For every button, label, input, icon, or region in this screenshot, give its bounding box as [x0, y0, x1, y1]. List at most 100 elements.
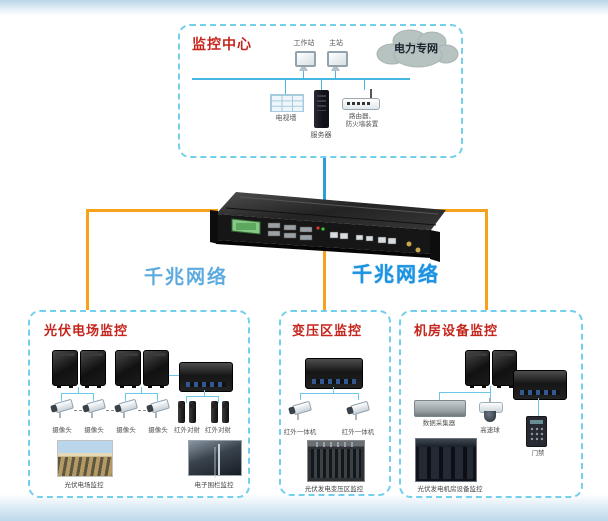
workstation-icon [295, 51, 316, 67]
fence-photo-caption: 电子围栏监控 [194, 481, 234, 489]
connector-line [78, 387, 79, 393]
ir-camera-label: 红外一体机 [341, 428, 375, 436]
data-collector-label: 数据采集器 [422, 419, 456, 427]
connector-line [358, 393, 359, 400]
connector-line [141, 387, 142, 393]
transformer-photo-caption: 光伏发电变压区监控 [304, 485, 364, 493]
server-label: 服务器 [310, 131, 332, 139]
transformer-area-title: 变压区监控 [292, 324, 363, 339]
data-collector-icon [414, 400, 466, 417]
connector-line [364, 80, 365, 90]
ir-beam-sensor-icon [222, 401, 229, 423]
wireless-bridge-icon [52, 350, 106, 388]
connector-line [335, 71, 336, 78]
tv-wall-icon [270, 94, 304, 112]
dvr-box-icon [513, 370, 567, 400]
pv-field-title: 光伏电场监控 [44, 324, 129, 339]
ir-beam-label: 红外对射 [205, 426, 231, 434]
trunk-line-left-horizontal [86, 209, 218, 212]
pv-field-panel: 光伏电场监控 摄像头 摄像 [28, 310, 250, 498]
workstation-stand [299, 67, 308, 71]
dvr-box-icon [179, 362, 233, 392]
ir-camera-label: 红外一体机 [283, 428, 317, 436]
connector-line [186, 396, 187, 403]
transformer-area-panel: 变压区监控 红外一体机 红外一体机 光伏发电变压区监控 [279, 310, 391, 496]
background-band-top [0, 0, 608, 16]
pv-field-photo-caption: 光伏电场监控 [64, 481, 104, 489]
server-room-photo-caption: 光伏发电机房设备监控 [417, 485, 483, 493]
master-station-label: 主站 [329, 39, 343, 47]
router-antenna [370, 89, 372, 98]
ir-beam-sensor-icon [178, 401, 185, 423]
connector-line [125, 393, 158, 394]
power-network-cloud [376, 29, 459, 68]
server-icon [314, 90, 329, 128]
connector-line [439, 392, 440, 400]
trunk-line-right-horizontal [436, 209, 488, 212]
trunk-line-right-vertical [485, 209, 488, 311]
connector-line [321, 80, 322, 90]
workstation-label: 工作站 [293, 39, 315, 47]
connector-line [333, 387, 334, 393]
cctv-camera-icon [82, 398, 107, 418]
camera-label: 摄像头 [148, 426, 168, 434]
door-access-icon [526, 416, 547, 447]
ir-beam-sensor-icon [211, 401, 218, 423]
ir-beam-sensor-icon [189, 401, 196, 423]
background-band-bottom [0, 494, 608, 521]
monitor-center-title: 监控中心 [192, 37, 252, 53]
connector-line [439, 392, 491, 393]
connector-line [204, 390, 205, 396]
master-station-stand [331, 67, 340, 71]
tv-wall-label: 电视墙 [275, 114, 297, 122]
ellipsis-dashes [138, 410, 146, 411]
rack-gateway-device-image [210, 192, 446, 262]
cctv-camera-icon [146, 398, 171, 418]
cctv-camera-icon [114, 398, 139, 418]
dome-camera-ball [484, 411, 496, 422]
ellipsis-dashes [106, 410, 114, 411]
router-label-line2: 防火墙装置 [345, 120, 379, 128]
connector-line [490, 386, 491, 392]
dome-camera-label: 高速球 [480, 426, 500, 434]
uplink-line [323, 153, 326, 205]
connector-line [61, 393, 94, 394]
connector-line [125, 393, 126, 401]
connector-line [157, 393, 158, 401]
connector-line [300, 393, 359, 394]
router-icon [342, 98, 380, 110]
connector-line [218, 396, 219, 403]
connector-line [169, 375, 179, 376]
connector-line [538, 398, 539, 416]
camera-label: 摄像头 [84, 426, 104, 434]
ethernet-bus-line [192, 78, 410, 80]
dome-camera-bracket [489, 398, 491, 402]
ir-camera-icon [346, 400, 371, 420]
ir-camera-icon [288, 400, 313, 420]
connector-line [300, 393, 301, 400]
equipment-room-title: 机房设备监控 [414, 324, 499, 339]
connector-line [93, 393, 94, 401]
power-network-cloud-label: 电力专网 [394, 42, 438, 55]
wireless-bridge-icon [465, 350, 517, 388]
gigabit-network-label-left: 千兆网络 [144, 266, 229, 288]
door-access-label: 门禁 [531, 449, 545, 457]
connector-line [285, 80, 286, 94]
trunk-line-middle-vertical [323, 244, 326, 311]
cctv-camera-icon [50, 398, 75, 418]
trunk-line-left-vertical [86, 209, 89, 311]
gigabit-network-label-right: 千兆网络 [352, 262, 440, 286]
ellipsis-dashes [74, 410, 82, 411]
router-label-line1: 路由器、 [349, 112, 375, 120]
camera-label: 摄像头 [116, 426, 136, 434]
dvr-box-icon [305, 358, 363, 389]
equipment-room-panel: 机房设备监控 数据采集器 高速球 门禁 光伏发电机房设备监控 [399, 310, 583, 498]
connector-line [490, 392, 491, 399]
connector-line [61, 393, 62, 401]
electronic-fence-photo [188, 440, 242, 476]
ir-beam-label: 红外对射 [174, 426, 200, 434]
transformer-photo [307, 440, 365, 482]
camera-label: 摄像头 [52, 426, 72, 434]
wireless-bridge-icon [115, 350, 169, 388]
